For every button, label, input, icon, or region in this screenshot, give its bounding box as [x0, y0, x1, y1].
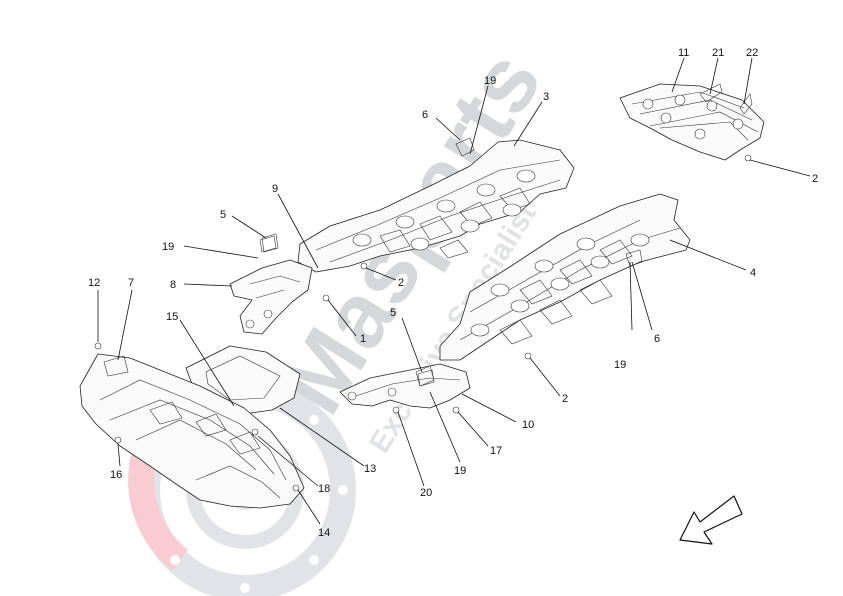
callout-20: 20 [420, 487, 432, 499]
callout-22: 22 [746, 47, 758, 59]
callout-17: 17 [490, 445, 502, 457]
callout-13: 13 [364, 463, 376, 475]
callout-8: 8 [170, 279, 176, 291]
callout-21: 21 [712, 47, 724, 59]
callout-15: 15 [166, 311, 178, 323]
part-11-rear-undertray [619, 83, 765, 161]
direction-arrow-icon [679, 495, 743, 545]
part-10-bracket [339, 363, 471, 409]
callout-19: 19 [614, 359, 626, 371]
callout-19: 19 [162, 241, 174, 253]
callout-3: 3 [543, 91, 549, 103]
callout-9: 9 [272, 183, 278, 195]
callout-14: 14 [318, 527, 330, 539]
callout-10: 10 [522, 419, 534, 431]
fasteners [94, 154, 752, 492]
part-7-front-undertray [79, 353, 305, 509]
callout-1: 1 [360, 333, 366, 345]
callouts: 11 21 22 2 19 3 6 4 9 5 19 8 2 1 19 6 2 … [88, 47, 818, 539]
leader-lines [97, 57, 811, 525]
callout-5: 5 [390, 307, 396, 319]
part-4-floor-panel-lower [439, 193, 691, 361]
callout-4: 4 [750, 267, 756, 279]
callout-2: 2 [812, 173, 818, 185]
callout-6: 6 [654, 333, 660, 345]
callout-2: 2 [398, 277, 404, 289]
callout-6: 6 [422, 109, 428, 121]
callout-5: 5 [220, 209, 226, 221]
callout-2: 2 [562, 393, 568, 405]
callout-16: 16 [110, 469, 122, 481]
callout-19: 19 [454, 465, 466, 477]
callout-7: 7 [128, 277, 134, 289]
callout-19: 19 [484, 75, 496, 87]
callout-12: 12 [88, 277, 100, 289]
part-3-floor-panel-upper [297, 137, 575, 273]
callout-18: 18 [318, 483, 330, 495]
part-8-bracket [229, 233, 313, 335]
callout-11: 11 [678, 47, 689, 59]
